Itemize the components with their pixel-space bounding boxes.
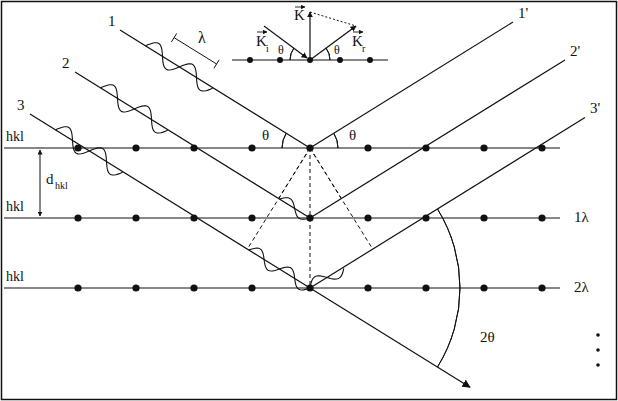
dimension-tick <box>171 33 176 41</box>
angle-symbol: θ <box>334 44 340 56</box>
wave-packet <box>55 127 122 175</box>
lattice-atom <box>248 214 255 221</box>
reflected-ray <box>310 60 565 218</box>
ray-number: 1 <box>108 14 116 29</box>
lattice-atom <box>337 57 343 63</box>
reflected-vector <box>310 26 356 60</box>
dimension-tick <box>214 60 219 68</box>
angle-arc <box>326 48 330 60</box>
wave-packet <box>310 268 344 288</box>
continuation-dot <box>596 333 600 337</box>
spacing-arrow <box>40 150 41 216</box>
lattice-atom <box>248 284 255 291</box>
wavelength-symbol: λ <box>198 30 206 46</box>
ray-number: 2 <box>62 56 70 71</box>
lattice-atom <box>74 214 81 221</box>
ray-number: 2' <box>570 44 580 59</box>
path-difference-label: 1λ <box>574 210 589 225</box>
incident-ray <box>120 30 310 148</box>
angle-symbol: θ <box>278 44 284 56</box>
continuation-dot <box>596 363 600 367</box>
lattice-atom <box>190 284 197 291</box>
angle-arc <box>334 133 338 148</box>
angle-symbol: θ <box>349 128 356 143</box>
vector-subscript: r <box>362 44 365 54</box>
construction-line <box>310 12 356 26</box>
path-difference-line <box>310 148 373 249</box>
lattice-atom <box>364 214 371 221</box>
lattice-plane <box>4 217 560 218</box>
angle-arc <box>282 133 286 148</box>
incident-vector <box>264 26 307 58</box>
lattice-atom <box>480 284 487 291</box>
lattice-atom <box>367 57 373 63</box>
reflected-ray <box>310 22 513 148</box>
lattice-atom <box>480 214 487 221</box>
lattice-atom <box>538 284 545 291</box>
ray-number: 3' <box>590 101 600 116</box>
ray-number: 3 <box>17 98 25 113</box>
lattice-atom <box>74 284 81 291</box>
wave-packet <box>249 248 310 290</box>
reflected-ray <box>310 118 585 289</box>
lattice-atom <box>422 284 429 291</box>
spacing-subscript: hkl <box>55 181 68 191</box>
path-difference-line <box>247 148 310 249</box>
scattering-vector <box>309 12 310 60</box>
plane-index: hkl <box>6 130 24 144</box>
vector-symbol: K <box>294 8 305 23</box>
lattice-atom <box>277 57 283 63</box>
vector-subscript: i <box>266 44 269 54</box>
wave-packet <box>145 43 212 91</box>
lattice-atom <box>538 214 545 221</box>
vector-subscript: K <box>352 34 363 49</box>
plane-index: hkl <box>6 270 24 284</box>
wave-packet <box>100 85 167 133</box>
lattice-atom <box>248 144 255 151</box>
transmitted-ray <box>310 288 470 387</box>
incident-ray <box>30 114 310 288</box>
lattice-atom <box>364 284 371 291</box>
vector-overarrow <box>257 32 267 33</box>
incident-ray <box>75 72 310 218</box>
lattice-atom <box>132 214 139 221</box>
angle-label: 2θ <box>480 330 495 345</box>
angle-symbol: θ <box>262 128 269 143</box>
lattice-atom <box>132 284 139 291</box>
spacing-symbol: d <box>46 172 54 187</box>
plane-index: hkl <box>6 200 24 214</box>
lattice-plane <box>4 287 560 288</box>
lattice-atom <box>132 144 139 151</box>
lattice-atom <box>247 57 253 63</box>
lattice-atom <box>364 144 371 151</box>
two-theta-arc <box>437 209 460 367</box>
angle-arc <box>290 48 294 60</box>
vector-symbol: K <box>256 34 267 49</box>
wavelength-dimension <box>174 38 216 64</box>
vector-overarrow <box>353 32 363 33</box>
wave-packet <box>279 198 310 219</box>
lattice-atom <box>480 144 487 151</box>
ray-number: 1' <box>518 6 528 21</box>
path-difference-label: 2λ <box>574 280 589 295</box>
continuation-dot <box>596 348 600 352</box>
